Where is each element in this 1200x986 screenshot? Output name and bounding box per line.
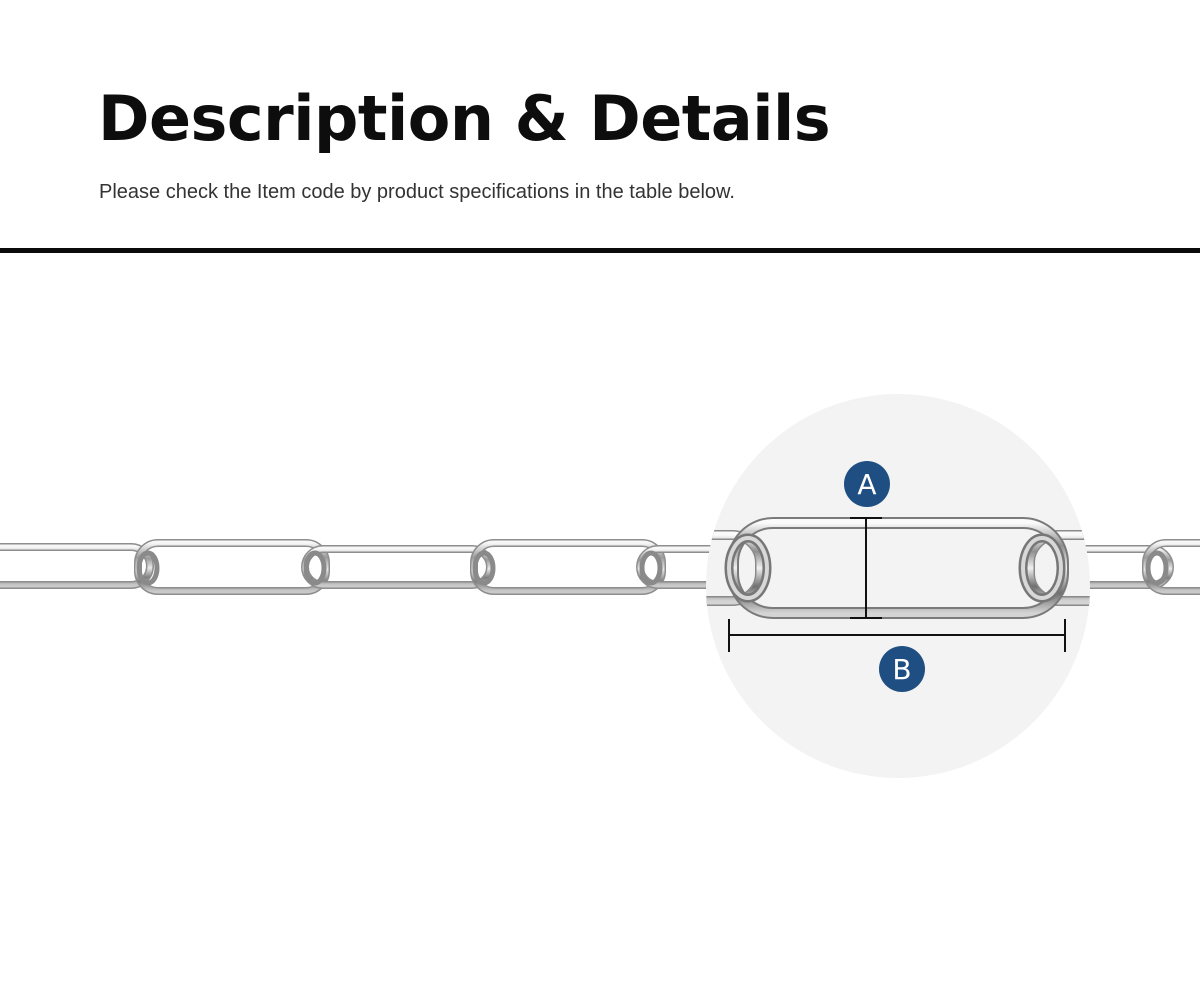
chain-link [0,544,153,588]
chain-ring [639,550,663,586]
chain-link [471,540,665,594]
chain-link [470,539,666,595]
chain-illustration: A B [0,253,1200,986]
marker-a-label: A [857,468,876,501]
chain-link [135,540,329,594]
chain-ring [1145,550,1169,586]
zoom-magnifier: A B [706,394,1090,778]
chain-link [134,539,330,595]
chain-link [301,545,494,589]
zoom-circle [706,394,1090,778]
marker-b-label: B [892,653,911,686]
dimension-b [728,619,1066,652]
page-title: Description & Details [98,82,831,155]
chain-ring [472,550,496,586]
chain-link [0,543,154,589]
header: Description & Details Please check the I… [0,0,1200,250]
chain-link [302,546,493,588]
page-subtitle: Please check the Item code by product sp… [99,181,735,203]
chain-ring [303,550,327,586]
chain-ring [136,550,160,586]
divider [0,248,1200,253]
dimension-a [850,517,882,619]
marker-a: A [844,461,890,507]
marker-b: B [879,646,925,692]
